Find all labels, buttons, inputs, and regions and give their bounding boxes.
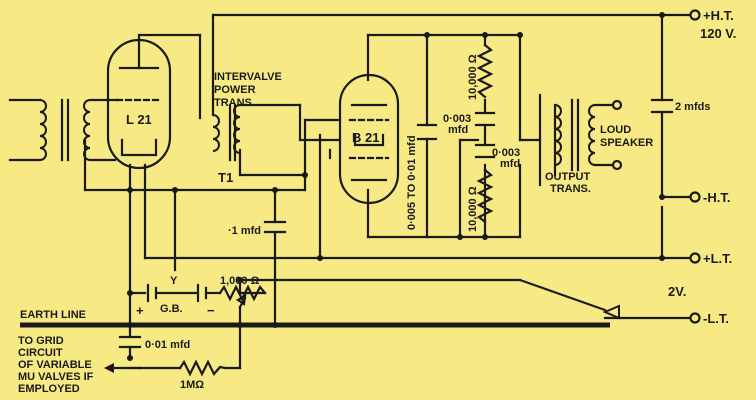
bypass-capacitor <box>416 123 438 141</box>
note-line-3: OF VARIABLE <box>18 359 92 371</box>
note-line-1: TO GRID <box>18 335 64 347</box>
intervalve-transformer <box>212 103 241 162</box>
upper-capacitor <box>474 111 496 127</box>
grid-arrow <box>104 363 114 373</box>
potentiometer-1000 <box>218 284 267 309</box>
upper-resistor <box>476 43 494 99</box>
intervalve-label-3: TRANS. <box>214 97 255 109</box>
lower-resistor <box>476 168 494 224</box>
valve-l21-label: L 21 <box>126 112 152 127</box>
intervalve-label-2: POWER <box>214 84 256 96</box>
lower-capacitor <box>474 143 496 159</box>
junction-dots <box>127 12 665 361</box>
point1-capacitor <box>263 220 287 234</box>
ht-capacitor-label: 2 mfds <box>675 101 710 113</box>
ht-minus-label: -H.T. <box>703 190 730 205</box>
wiring <box>83 13 692 370</box>
upper-resistor-label: 10,000 Ω <box>467 54 479 100</box>
valve-b21-label: B 21 <box>352 130 379 145</box>
lt-voltage-label: 2V. <box>668 284 686 299</box>
intervalve-label-1: INTERVALVE <box>214 71 282 83</box>
bypass-cap-label: 0·005 TO 0·01 mfd <box>406 135 418 230</box>
cap-001-label: 0·01 mfd <box>145 339 190 351</box>
lower-cap-label-2: mfd <box>500 158 520 170</box>
resistor-1m <box>178 359 227 377</box>
note-line-4: MU VALVES IF <box>18 371 94 383</box>
lt-minus-terminal[interactable] <box>689 312 701 324</box>
lt-arrow <box>602 304 620 320</box>
ht-plus-label: +H.T. <box>703 8 734 23</box>
lower-resistor-label: 10,000 Ω <box>467 186 479 232</box>
speaker-label-1: LOUD <box>600 124 631 136</box>
lt-plus-terminal[interactable] <box>689 252 701 264</box>
upper-cap-label-1: 0·003 <box>443 113 471 125</box>
intervalve-ref-label: T1 <box>218 170 233 185</box>
ht-voltage-label: 120 V. <box>700 26 736 41</box>
grid-bias-battery <box>146 283 208 303</box>
speaker-terminal-bottom[interactable] <box>611 159 623 171</box>
speaker-terminal-top[interactable] <box>611 99 623 111</box>
ht-minus-terminal[interactable] <box>689 191 701 203</box>
grid-bias-label: G.B. <box>160 303 183 315</box>
output-trans-label-1: OUTPUT <box>545 171 591 183</box>
ht-plus-terminal[interactable] <box>689 9 701 21</box>
resistor-1m-label: 1MΩ <box>180 379 204 391</box>
cap-001 <box>118 335 142 349</box>
valve-l21 <box>106 33 172 170</box>
grid-bias-y: Y <box>170 275 178 287</box>
lt-plus-label: +L.T. <box>703 251 732 266</box>
bias-minus: − <box>207 303 215 318</box>
point1-cap-label: ·1 mfd <box>228 225 261 237</box>
output-transformer <box>554 98 596 172</box>
input-transformer <box>8 98 120 162</box>
lower-cap-label-1: 0·003 <box>492 147 520 159</box>
upper-cap-label-2: mfd <box>448 124 468 136</box>
bias-plus: + <box>136 303 144 318</box>
note-line-2: CIRCUIT <box>18 347 63 359</box>
ht-capacitor <box>650 98 674 114</box>
speaker-label-2: SPEAKER <box>600 137 653 149</box>
earth-line-label: EARTH LINE <box>20 309 86 321</box>
output-trans-label-2: TRANS. <box>550 183 591 195</box>
lt-minus-label: -L.T. <box>703 311 729 326</box>
note-line-5: EMPLOYED <box>18 383 80 395</box>
valve-b21 <box>338 73 400 205</box>
